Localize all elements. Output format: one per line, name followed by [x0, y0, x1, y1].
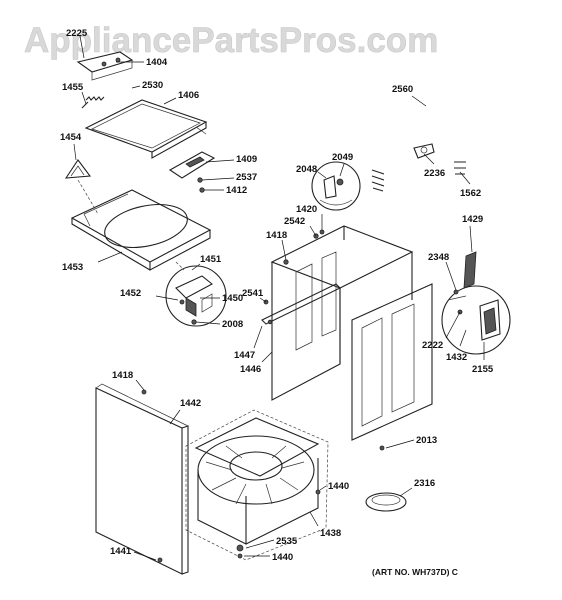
callout-1453: 1453 — [62, 262, 83, 273]
callout-1404: 1404 — [146, 57, 168, 68]
callout-1562: 1562 — [460, 188, 481, 199]
cabinet-crossbar — [261, 283, 341, 325]
callout-1442: 1442 — [180, 398, 201, 409]
callout-2155: 2155 — [472, 364, 494, 375]
cabinet-back — [270, 225, 414, 401]
callout-1438: 1438 — [320, 528, 341, 539]
callout-1440-low: 1440 — [272, 552, 293, 563]
valve-detail — [311, 161, 361, 211]
snubber-ring — [365, 492, 407, 512]
callout-2048: 2048 — [296, 164, 317, 175]
callout-1406: 1406 — [178, 90, 199, 101]
callout-2222: 2222 — [422, 340, 443, 351]
callout-1429: 1429 — [462, 214, 483, 225]
callout-1450: 1450 — [222, 293, 243, 304]
callout-1455: 1455 — [62, 82, 84, 93]
callout-2008: 2008 — [222, 319, 243, 330]
leader-bumper-to-cover — [77, 179, 99, 215]
callout-2236: 2236 — [424, 168, 445, 179]
callout-1412: 1412 — [226, 185, 247, 196]
lid-bumper — [64, 159, 92, 179]
callout-2348: 2348 — [428, 252, 449, 263]
callout-1452: 1452 — [120, 288, 141, 299]
callout-2560: 2560 — [392, 84, 413, 95]
fill-hose — [371, 80, 466, 192]
callout-1418-front: 1418 — [112, 370, 133, 381]
callout-1420: 1420 — [296, 204, 317, 215]
callout-2049: 2049 — [332, 152, 353, 163]
callout-1409: 1409 — [236, 154, 257, 165]
cabinet-side-panel — [351, 283, 433, 441]
lid-panel — [84, 99, 208, 159]
hose-clip — [413, 143, 435, 159]
callout-2537: 2537 — [236, 172, 257, 183]
screw-1418-top — [283, 259, 289, 265]
callout-1418-top: 1418 — [266, 230, 287, 241]
lid-spring — [81, 96, 105, 109]
lid-hinge-bracket — [76, 51, 134, 81]
callout-1446: 1446 — [240, 364, 261, 375]
leader-lines — [73, 35, 485, 561]
callout-2542: 2542 — [284, 216, 305, 227]
screw-1441 — [157, 557, 163, 563]
callout-2225: 2225 — [66, 28, 88, 39]
callout-1451: 1451 — [200, 254, 222, 265]
front-panel — [95, 383, 189, 575]
callout-1440-mid: 1440 — [328, 481, 349, 492]
callout-1454: 1454 — [60, 132, 82, 143]
control-detail — [441, 251, 511, 355]
callout-1447: 1447 — [234, 350, 255, 361]
lid-switch-detail — [165, 265, 227, 327]
watermark-text: AppliancePartsPros.com — [24, 21, 438, 60]
callout-1441: 1441 — [110, 546, 132, 557]
callout-labels: 2225 1404 1455 2530 1406 1454 1409 2537 … — [60, 28, 494, 563]
callout-2013: 2013 — [416, 435, 437, 446]
callout-2530: 2530 — [142, 80, 163, 91]
callout-2316: 2316 — [414, 478, 435, 489]
screw-1440-mid — [315, 489, 321, 495]
callout-2541: 2541 — [242, 288, 264, 299]
base-assembly — [185, 409, 329, 561]
top-cover — [70, 189, 212, 271]
art-number: (ART NO. WH737D) C — [372, 567, 458, 577]
leader-cover-to-switch — [175, 261, 185, 271]
foot-2535 — [236, 544, 244, 552]
callout-2535: 2535 — [276, 536, 298, 547]
lid-switch-bracket — [168, 151, 216, 193]
screw-1420 — [319, 229, 325, 235]
screw-2013 — [379, 445, 385, 451]
callout-1432: 1432 — [446, 352, 467, 363]
screw-1440-low — [237, 553, 243, 559]
